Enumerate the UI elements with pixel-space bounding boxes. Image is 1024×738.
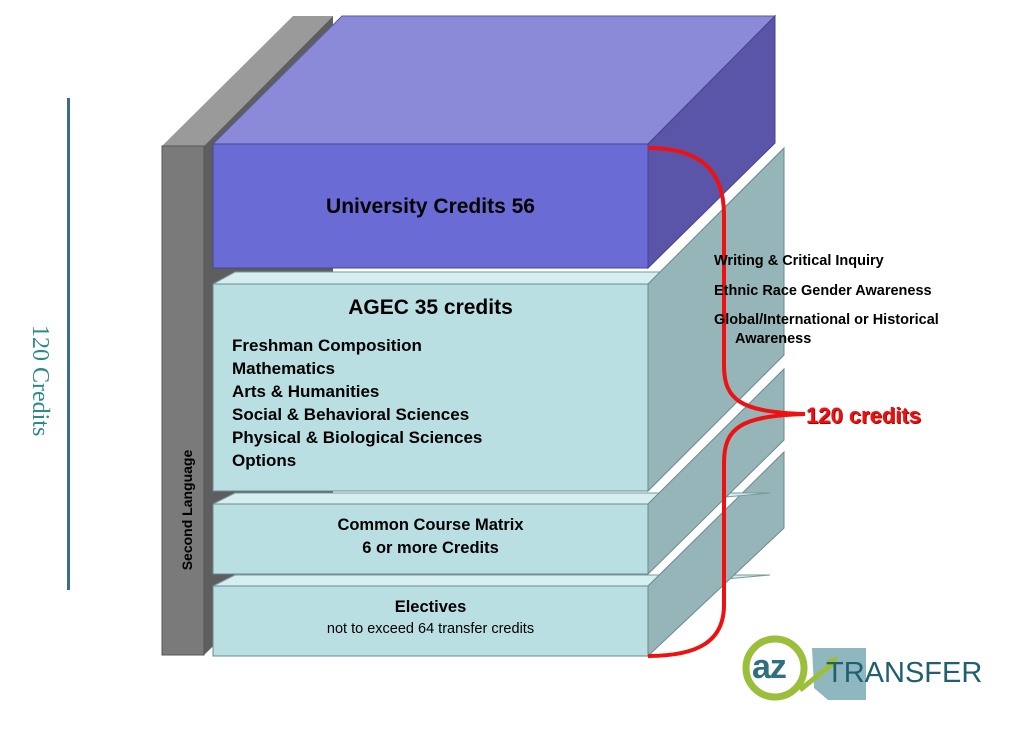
logo-az-text: az <box>752 648 787 686</box>
requirement-global: Global/International or Historical <box>714 312 939 328</box>
electives-title: Electives <box>394 598 467 616</box>
ccm-line1: Common Course Matrix <box>337 516 524 534</box>
agec-item: Arts & Humanities <box>232 382 380 401</box>
agec-front <box>212 283 649 492</box>
agec-item: Physical & Biological Sciences <box>232 428 483 447</box>
university-front <box>212 143 649 269</box>
university-label: University Credits 56 <box>326 195 535 218</box>
agec-title: AGEC 35 credits <box>348 296 513 319</box>
side-title: 120 Credits <box>27 325 53 437</box>
electives-front <box>212 585 649 657</box>
second-language-top <box>162 16 333 146</box>
side-divider <box>67 98 70 590</box>
agec-item: Freshman Composition <box>232 336 422 355</box>
agec-item: Options <box>232 451 297 470</box>
requirement-writing: Writing & Critical Inquiry <box>714 253 884 269</box>
agec-item: Social & Behavioral Sciences <box>232 405 470 424</box>
agec-list: Freshman Composition Mathematics Arts & … <box>232 334 482 472</box>
second-language-front <box>161 145 205 656</box>
requirement-ethnic: Ethnic Race Gender Awareness <box>714 283 932 299</box>
second-language-label: Second Language <box>179 449 195 571</box>
logo-transfer-text: TRANSFER <box>826 657 983 689</box>
ccm-front <box>212 503 649 575</box>
ccm-line2: 6 or more Credits <box>362 539 499 557</box>
requirement-global-cont: Awareness <box>735 331 812 347</box>
electives-subtitle: not to exceed 64 transfer credits <box>326 621 535 637</box>
agec-item: Mathematics <box>232 359 335 378</box>
total-credits-label: 120 credits <box>806 403 921 428</box>
az-transfer-logo <box>742 635 866 701</box>
total-brace <box>647 146 806 658</box>
